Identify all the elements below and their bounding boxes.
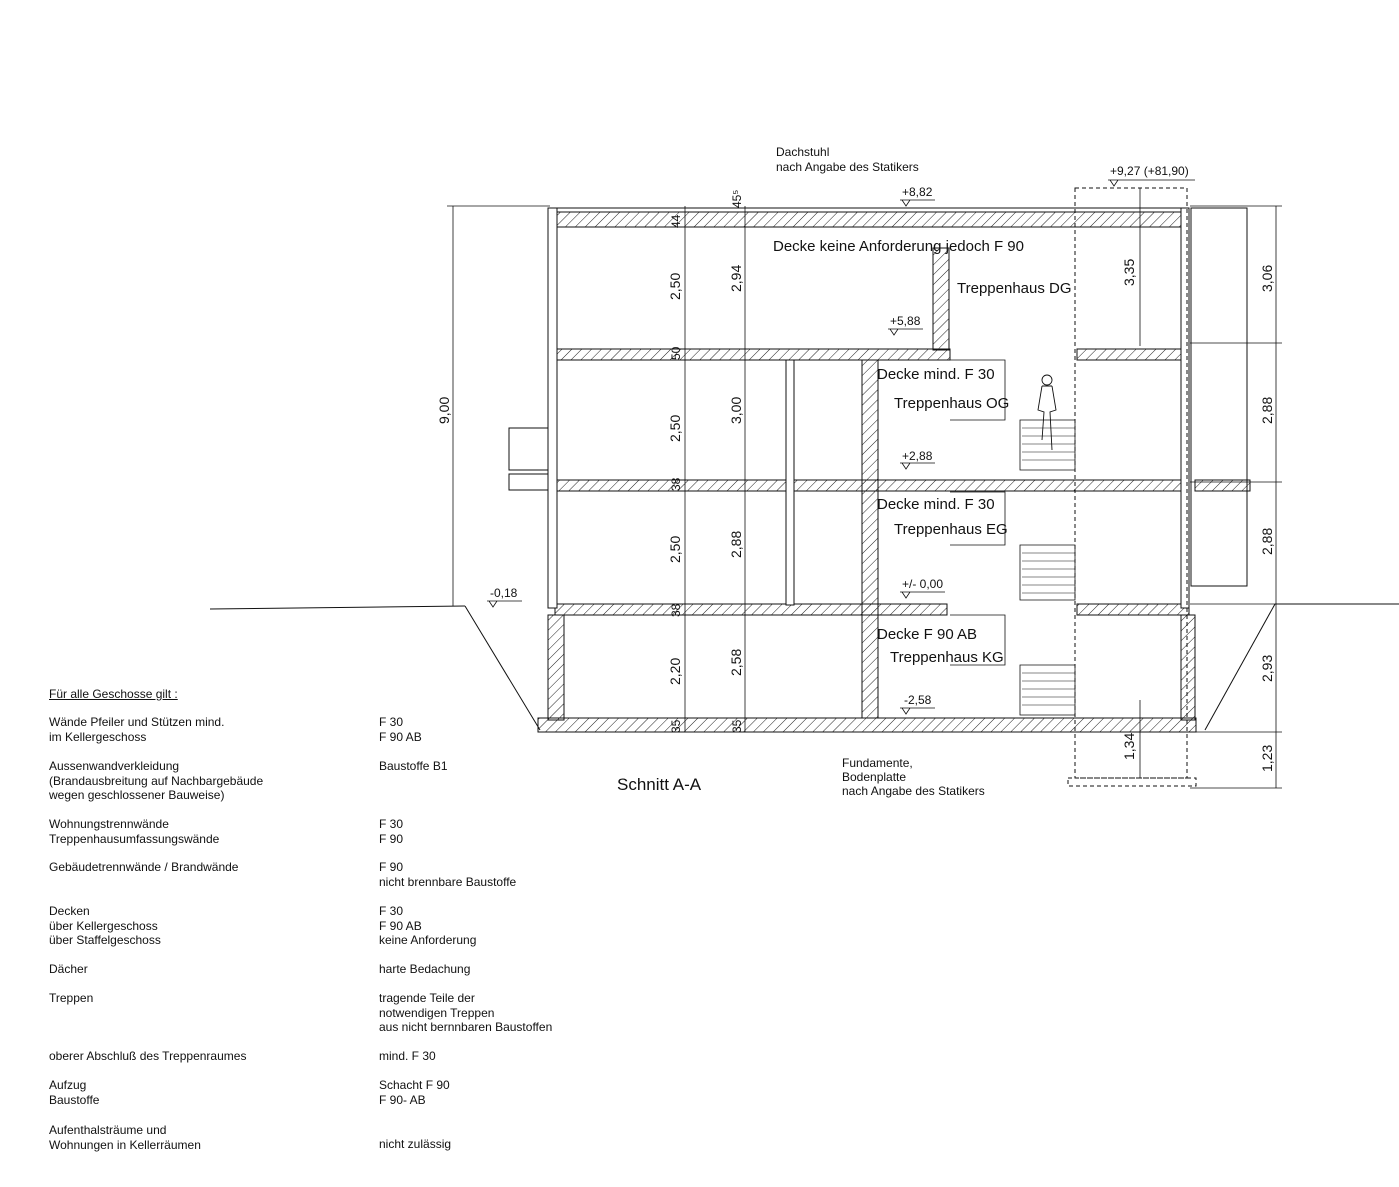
section-title: Schnitt A-A <box>617 775 702 794</box>
level-top-stair: +9,27 (+81,90) <box>1110 164 1189 178</box>
dimension-lines <box>447 188 1282 789</box>
note-label: Wände Pfeiler und Stützen mind. im Kelle… <box>49 715 225 744</box>
level-top: +8,82 <box>902 185 933 199</box>
dim-right-og: 2,88 <box>1259 397 1275 424</box>
dim-story-og: 3,00 <box>728 397 744 424</box>
dim-right-dg: 3,06 <box>1259 265 1275 292</box>
stairs <box>950 359 1076 716</box>
dim-slab-roof-2: 45⁵ <box>730 190 744 208</box>
note-label: Dächer <box>49 962 88 976</box>
dim-clear-dg: 2,50 <box>667 273 683 300</box>
label-treppenhaus-dg: Treppenhaus DG <box>957 280 1072 297</box>
person-figure-icon <box>1037 374 1057 451</box>
dim-stair-tower: 3,35 <box>1121 259 1137 286</box>
dim-clear-kg: 2,20 <box>667 658 683 685</box>
roof-note-line-2: nach Angabe des Statikers <box>776 160 919 174</box>
dim-right-foundation: 1,23 <box>1259 745 1275 772</box>
label-treppenhaus-og: Treppenhaus OG <box>894 395 1009 412</box>
foundation-note-line-2: Bodenplatte <box>842 770 906 784</box>
dim-right-eg: 2,88 <box>1259 528 1275 555</box>
level-eg: +/- 0,00 <box>902 577 943 591</box>
dim-story-kg: 2,58 <box>728 649 744 676</box>
note-value: mind. F 30 <box>379 1049 436 1063</box>
level-dg: +5,88 <box>890 314 921 328</box>
dim-slab-eg: 38 <box>669 603 683 617</box>
dim-story-eg: 2,88 <box>728 531 744 558</box>
dim-story-dg: 2,94 <box>728 265 744 292</box>
label-kg-deck: Decke F 90 AB <box>877 626 977 643</box>
note-value: harte Bedachung <box>379 962 471 976</box>
label-treppenhaus-eg: Treppenhaus EG <box>894 521 1008 538</box>
note-value: Baustoffe B1 <box>379 759 448 773</box>
note-label: Aussenwandverkleidung (Brandausbreitung … <box>49 759 264 802</box>
dim-total-height: 9,00 <box>436 397 452 424</box>
label-roof-deck: Decke keine Anforderung jedoch F 90 <box>773 238 1024 255</box>
notes-heading: Für alle Geschosse gilt : <box>49 687 178 701</box>
dim-slab-kg-2: 35 <box>730 719 744 733</box>
roof-note-line-1: Dachstuhl <box>776 145 829 159</box>
note-value: F 30 F 90 AB <box>379 715 422 744</box>
dim-clear-eg: 2,50 <box>667 536 683 563</box>
level-markers <box>487 179 1195 715</box>
label-og-deck: Decke mind. F 30 <box>877 366 995 383</box>
note-label: oberer Abschluß des Treppenraumes <box>49 1049 247 1063</box>
note-label: Aufzug Baustoffe <box>49 1078 100 1107</box>
level-kg: -2,58 <box>904 693 932 707</box>
foundation-note-line-3: nach Angabe des Statikers <box>842 784 985 798</box>
label-treppenhaus-kg: Treppenhaus KG <box>890 649 1004 666</box>
foundation-note-line-1: Fundamente, <box>842 756 913 770</box>
note-label: Gebäudetrennwände / Brandwände <box>49 860 239 874</box>
note-label: Wohnungstrennwände Treppenhausumfassungs… <box>49 817 220 846</box>
dim-slab-dg: 50 <box>669 346 683 360</box>
note-label: Treppen <box>49 991 94 1005</box>
dim-slab-roof: 44 <box>669 214 683 228</box>
dim-right-kg: 2,93 <box>1259 655 1275 682</box>
level-og: +2,88 <box>902 449 933 463</box>
level-ground: -0,18 <box>490 586 518 600</box>
note-label: Aufenthalsträume und Wohnungen in Keller… <box>49 1123 201 1152</box>
dim-foundation: 1,34 <box>1121 733 1137 760</box>
ground-line <box>209 603 1399 731</box>
note-value: F 30 F 90 <box>379 817 404 846</box>
dim-clear-og: 2,50 <box>667 415 683 442</box>
note-label: Decken über Kellergeschoss über Staffelg… <box>49 904 161 947</box>
dim-slab-og: 38 <box>669 477 683 491</box>
label-eg-deck: Decke mind. F 30 <box>877 496 995 513</box>
note-value: nicht zulässig <box>379 1137 452 1151</box>
note-value: Schacht F 90 F 90- AB <box>379 1078 450 1107</box>
walls <box>508 187 1248 787</box>
note-value: tragende Teile der notwendigen Treppen a… <box>379 991 553 1034</box>
note-value: F 90 nicht brennbare Baustoffe <box>379 860 517 889</box>
note-value: F 30 F 90 AB keine Anforderung <box>379 904 477 947</box>
dim-slab-kg: 35 <box>669 719 683 733</box>
